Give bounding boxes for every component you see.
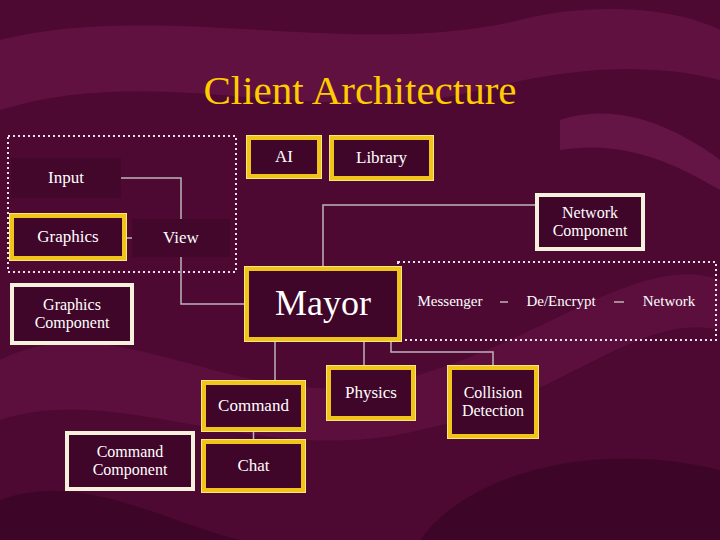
connector-line bbox=[500, 301, 508, 303]
box-label: De/Encrypt bbox=[514, 293, 608, 310]
component-box: Mayor bbox=[245, 267, 401, 341]
component-box: Library bbox=[330, 136, 433, 180]
component-box: Chat bbox=[202, 440, 305, 492]
box-label: Library bbox=[340, 148, 423, 168]
component-box: De/Encrypt bbox=[508, 281, 614, 323]
connector-line bbox=[181, 257, 245, 304]
swirl-band bbox=[0, 274, 720, 440]
component-box: Messenger bbox=[400, 281, 500, 323]
component-box: Network Component bbox=[535, 193, 645, 251]
component-box: Graphics Component bbox=[10, 283, 134, 345]
box-label: Command Component bbox=[75, 443, 185, 480]
box-label: View bbox=[138, 228, 224, 248]
box-label: Physics bbox=[337, 383, 405, 403]
box-label: AI bbox=[257, 147, 311, 167]
group-outline bbox=[8, 136, 236, 272]
box-label: Network bbox=[630, 293, 708, 310]
connector-line bbox=[363, 341, 365, 366]
connector-line bbox=[391, 341, 493, 366]
component-box: AI bbox=[247, 136, 321, 178]
box-label: Messenger bbox=[406, 293, 494, 310]
component-box: Command bbox=[202, 381, 305, 431]
connector-line bbox=[323, 205, 535, 267]
component-box: Collision Detection bbox=[448, 366, 538, 438]
box-label: Graphics Component bbox=[20, 296, 124, 333]
connector-line bbox=[274, 341, 276, 381]
component-box: Input bbox=[11, 158, 121, 198]
group-outline bbox=[398, 262, 716, 340]
box-label: Mayor bbox=[255, 283, 391, 324]
component-box: Command Component bbox=[65, 431, 195, 491]
component-box: Physics bbox=[327, 366, 415, 420]
box-label: Command bbox=[212, 396, 295, 416]
slide-title: Client Architecture bbox=[203, 68, 516, 113]
connector-line bbox=[121, 178, 181, 219]
component-box: Network bbox=[624, 281, 714, 323]
swirl-band bbox=[420, 458, 720, 540]
box-label: Graphics bbox=[20, 227, 116, 247]
box-label: Input bbox=[17, 168, 115, 188]
swirl-band bbox=[0, 491, 240, 540]
swirl-band bbox=[560, 114, 720, 190]
title-holder: Client Architecture bbox=[0, 68, 720, 113]
connector-line bbox=[253, 431, 255, 440]
component-box: View bbox=[132, 219, 230, 257]
box-label: Network Component bbox=[545, 204, 635, 241]
component-box: Graphics bbox=[10, 214, 126, 260]
connector-line bbox=[614, 301, 624, 303]
box-label: Collision Detection bbox=[458, 384, 528, 421]
box-label: Chat bbox=[212, 456, 295, 476]
